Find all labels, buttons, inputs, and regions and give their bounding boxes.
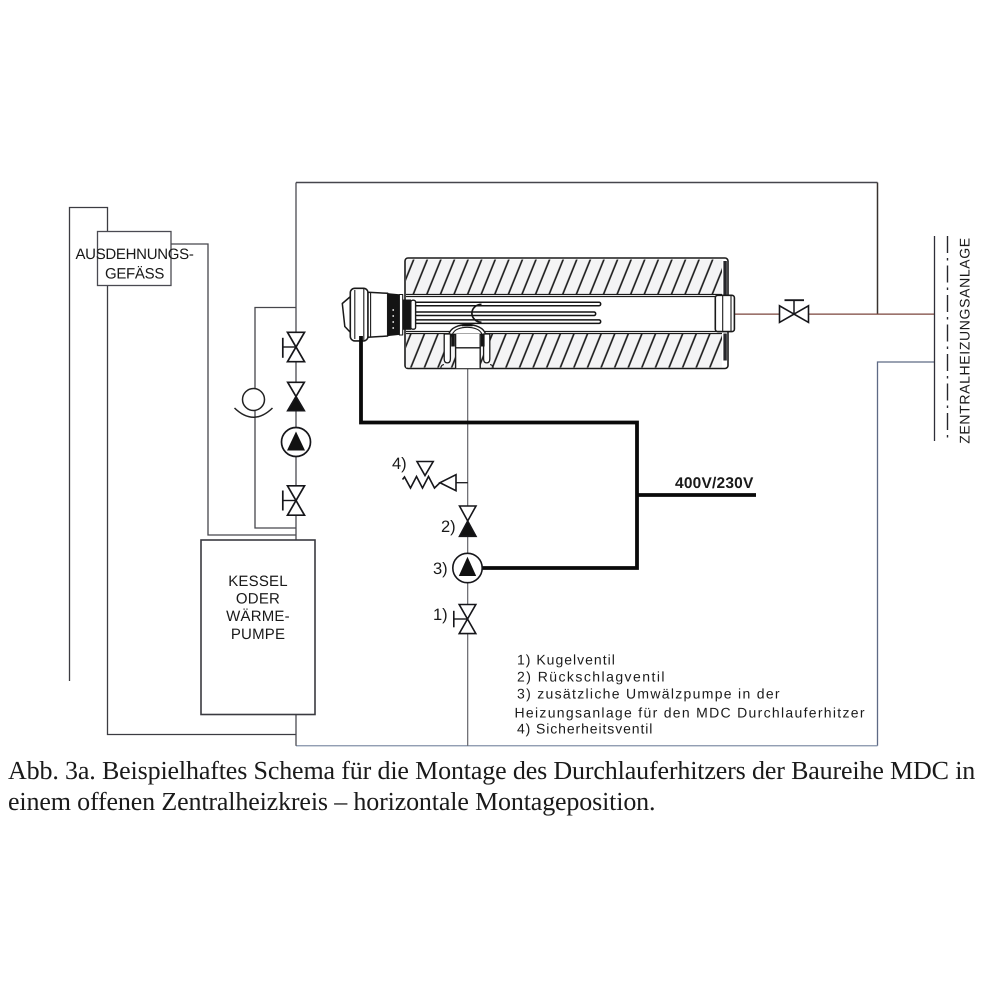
svg-text:400V/230V: 400V/230V (675, 475, 754, 492)
svg-text:ZENTRALHEIZUNGSANLAGE: ZENTRALHEIZUNGSANLAGE (957, 237, 973, 444)
svg-text:1): 1) (433, 606, 448, 624)
svg-text:einem offenen Zentralheizkreis: einem offenen Zentralheizkreis – horizon… (8, 787, 655, 816)
svg-text:4): 4) (392, 455, 407, 473)
svg-text:4) Sicherheitsventil: 4) Sicherheitsventil (517, 721, 653, 737)
svg-text:AUSDEHNUNGS-: AUSDEHNUNGS- (75, 246, 193, 263)
svg-text:KESSEL: KESSEL (228, 573, 288, 590)
svg-text:Heizungsanlage für den MDC Dur: Heizungsanlage für den MDC Durchlauferhi… (515, 704, 866, 720)
svg-text:PUMPE: PUMPE (231, 626, 285, 643)
svg-text:2) Rückschlagventil: 2) Rückschlagventil (517, 668, 666, 684)
svg-text:GEFÄSS: GEFÄSS (105, 266, 164, 283)
svg-text:ODER: ODER (236, 591, 280, 608)
svg-text:3) zusätzliche Umwälzpumpe in: 3) zusätzliche Umwälzpumpe in der (517, 686, 781, 702)
svg-text:3): 3) (433, 560, 448, 578)
svg-text:2): 2) (441, 518, 456, 536)
svg-text:Abb. 3a. Beispielhaftes Schema: Abb. 3a. Beispielhaftes Schema für die M… (8, 756, 975, 785)
svg-text:1) Kugelventil: 1) Kugelventil (517, 652, 616, 668)
svg-text:WÄRME-: WÄRME- (226, 608, 290, 625)
